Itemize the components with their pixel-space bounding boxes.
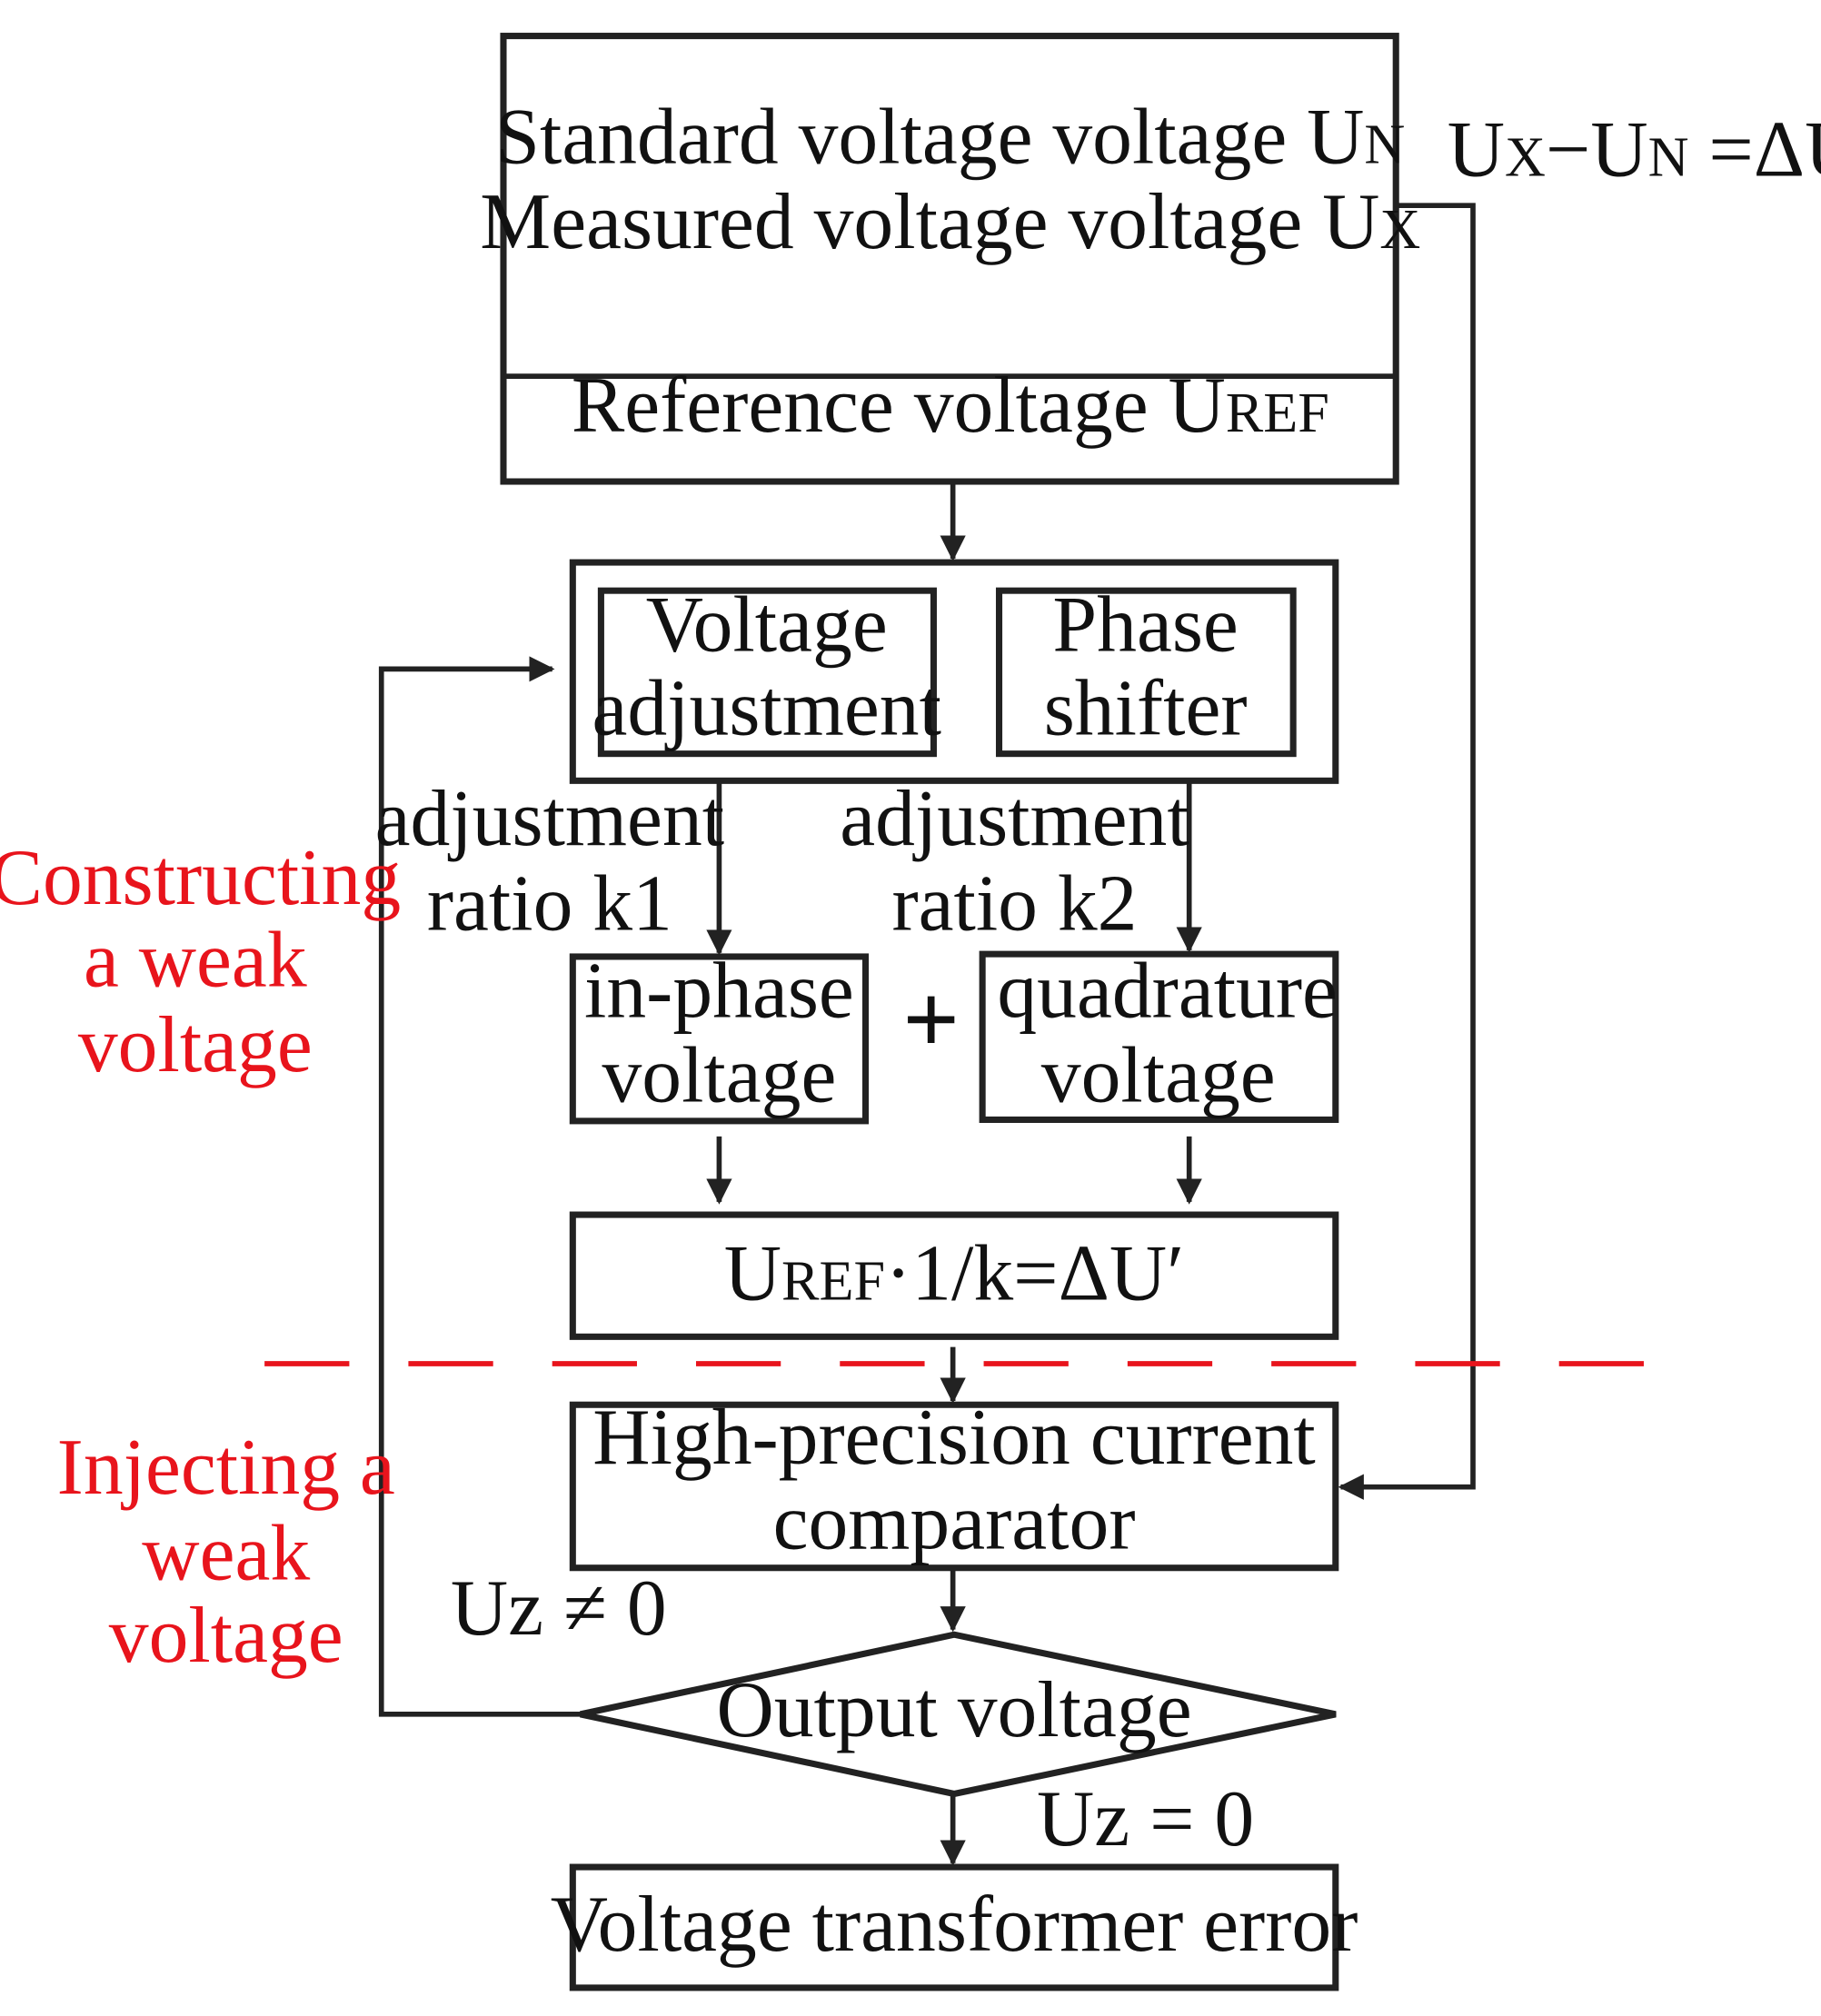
in-phase-line2: voltage [602, 1031, 836, 1119]
voltage-adjustment-line1: Voltage [646, 581, 888, 669]
ratio-k2-line1: adjustment [840, 774, 1189, 862]
voltage-adjustment-line2: adjustment [592, 663, 940, 751]
voltage-adjustment-box: Voltage adjustment [592, 581, 941, 758]
measured-voltage-label: Measured voltage voltage UX [480, 177, 1420, 265]
phase-shifter-box: Phase shifter [995, 581, 1297, 758]
quadrature-line1: quadrature [997, 946, 1338, 1034]
injecting-line1: Injecting a [57, 1423, 395, 1511]
constructing-stage-label: Constructing a weak voltage [0, 833, 401, 1088]
sum-formula-box: UREF·1/k=ΔU′ [569, 1211, 1339, 1340]
in-phase-line1: in-phase [584, 946, 854, 1034]
phase-shifter-line1: Phase [1052, 581, 1238, 669]
reference-voltage-label: Reference voltage UREF [572, 361, 1329, 449]
comparator-line2: comparator [773, 1478, 1136, 1566]
plus-sign: + [902, 964, 960, 1075]
constructing-line3: voltage [78, 1000, 313, 1088]
standard-voltage-label: Standard voltage voltage UN [495, 92, 1405, 180]
output-voltage-label: Output voltage [716, 1665, 1191, 1753]
top-voltage-box: Standard voltage voltage UN Measured vol… [480, 33, 1420, 485]
constructing-line2: a weak [84, 915, 307, 1003]
arrow-feedback-loop [378, 656, 581, 1717]
transformer-error-box: Voltage transformer error [551, 1863, 1358, 1991]
injecting-line3: voltage [109, 1591, 343, 1679]
uz-nonzero-label: Uz ≠ 0 [451, 1564, 667, 1652]
sum-formula-label: UREF·1/k=ΔU′ [724, 1228, 1185, 1316]
adjustment-group-box: Voltage adjustment Phase shifter [569, 559, 1339, 784]
ratio-k1-line2: ratio k1 [427, 859, 672, 947]
in-phase-voltage-box: in-phase voltage [569, 946, 870, 1125]
quadrature-line2: voltage [1041, 1031, 1276, 1119]
delta-u-formula: UX−UN =ΔU [1448, 105, 1821, 194]
constructing-line1: Constructing [0, 833, 401, 921]
injecting-line2: weak [142, 1508, 310, 1596]
injecting-stage-label: Injecting a weak voltage [57, 1423, 395, 1679]
ratio-k2-line2: ratio k2 [891, 859, 1137, 947]
transformer-error-label: Voltage transformer error [551, 1880, 1358, 1968]
comparator-line1: High-precision current [592, 1393, 1315, 1481]
current-comparator-box: High-precision current comparator [569, 1393, 1339, 1572]
quadrature-voltage-box: quadrature voltage [979, 946, 1339, 1123]
phase-shifter-line2: shifter [1044, 663, 1248, 751]
uz-zero-label: Uz = 0 [1037, 1774, 1254, 1862]
output-voltage-decision: Output voltage [580, 1631, 1337, 1798]
ratio-k1-line1: adjustment [375, 774, 724, 862]
arrow-delta-u-feed [1338, 203, 1476, 1500]
